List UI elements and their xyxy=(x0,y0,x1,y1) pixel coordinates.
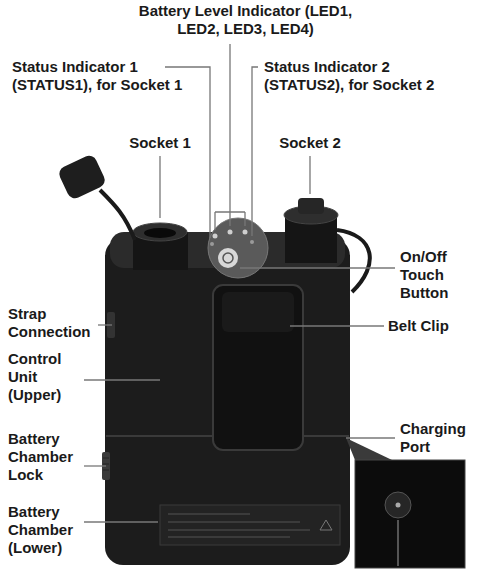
control-panel xyxy=(208,218,268,278)
charging-port-inset xyxy=(355,460,465,568)
status-led xyxy=(250,240,254,244)
touch-button xyxy=(218,248,238,268)
leader-line xyxy=(159,156,160,218)
cap-knob xyxy=(298,198,324,214)
callout-label: Socket 2 xyxy=(260,134,360,152)
charging-port xyxy=(385,492,411,518)
callout-label: Charging Port xyxy=(400,420,478,456)
leader-line xyxy=(397,520,398,566)
leader-line xyxy=(290,325,384,326)
socket-cap xyxy=(57,153,108,201)
socket-hole xyxy=(144,228,176,238)
callout-label: Battery Chamber Lock xyxy=(8,430,86,484)
belt-clip xyxy=(213,285,303,450)
callout-label: On/Off Touch Button xyxy=(400,248,474,302)
callout-label: Battery Chamber (Lower) xyxy=(8,503,86,557)
lock-ridge xyxy=(103,464,109,465)
leader-line xyxy=(309,156,310,194)
leader-line xyxy=(215,44,245,230)
status-led xyxy=(210,242,214,246)
clip-top xyxy=(222,292,294,332)
sticker-print xyxy=(168,514,250,515)
led xyxy=(213,234,218,239)
callout-label: Battery Level Indicator (LED1, LED2, LED… xyxy=(133,2,358,38)
power-icon xyxy=(223,253,233,263)
leader-line xyxy=(240,267,395,268)
warning-symbol xyxy=(320,520,332,530)
led xyxy=(228,230,233,235)
leader-line xyxy=(346,437,395,438)
lock-ridge xyxy=(103,470,109,471)
cap-cord xyxy=(100,190,135,240)
sticker-print xyxy=(168,537,290,538)
callout-label: Belt Clip xyxy=(388,317,476,335)
led xyxy=(243,230,248,235)
port-pin xyxy=(396,503,401,508)
rating-sticker xyxy=(160,505,340,545)
leader-line xyxy=(84,379,160,380)
callout-label: Status Indicator 2 (STATUS2), for Socket… xyxy=(264,58,474,94)
sticker-print xyxy=(168,530,310,531)
socket-rim xyxy=(133,223,187,241)
callout-label: Socket 1 xyxy=(110,134,210,152)
leader-line xyxy=(84,465,106,466)
leader-line xyxy=(252,67,258,236)
inset-pointer xyxy=(346,438,392,460)
lock-ridge xyxy=(103,458,109,459)
pack-body xyxy=(105,238,350,565)
leader-line xyxy=(84,521,158,522)
callout-label: Strap Connection xyxy=(8,305,100,341)
leader-line xyxy=(98,324,112,325)
callout-label: Status Indicator 1 (STATUS1), for Socket… xyxy=(12,58,217,94)
callout-label: Control Unit (Upper) xyxy=(8,350,86,404)
cap-cord xyxy=(337,230,370,292)
sticker-print xyxy=(168,522,300,523)
